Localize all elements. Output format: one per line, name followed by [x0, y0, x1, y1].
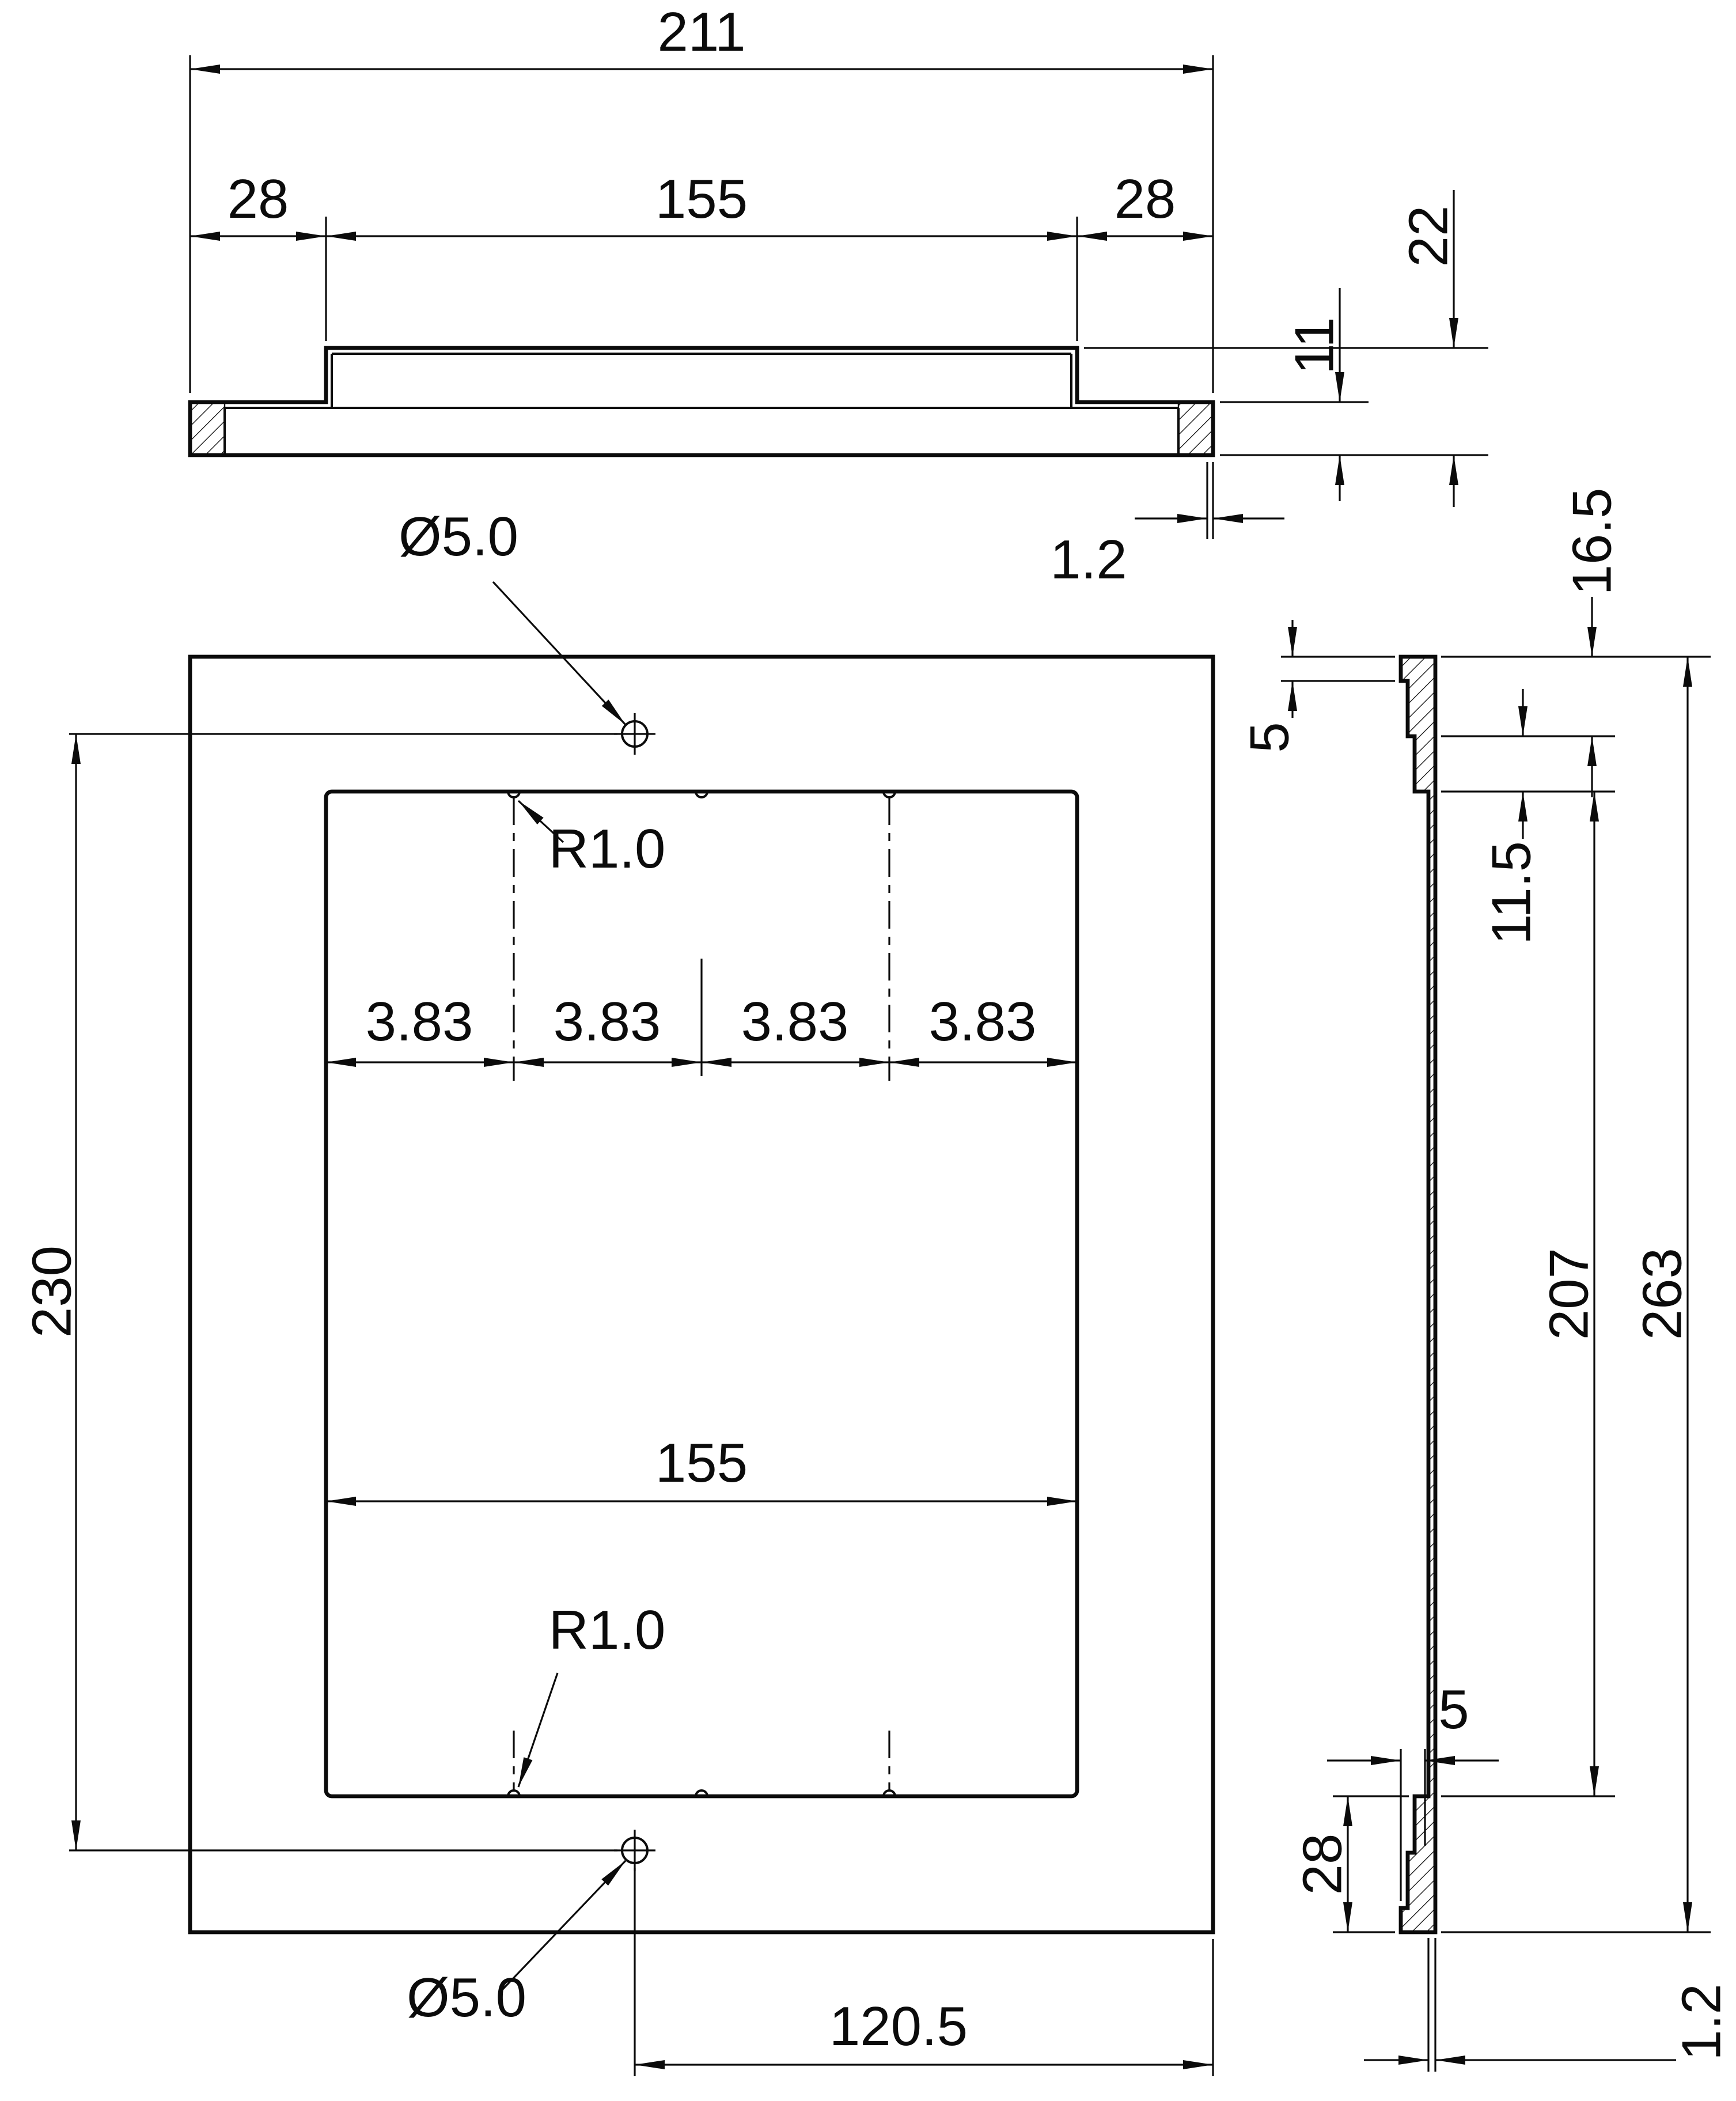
dim-slot-pitch-4-label: 3.83 — [929, 991, 1037, 1053]
dim-slot-pitch-1-label: 3.83 — [366, 991, 473, 1053]
top-hole-centermark — [614, 713, 655, 755]
side-view-dimensions: 5 16.5 11.5 207 263 5 28 — [1239, 488, 1733, 2072]
dim-window-width-label: 155 — [655, 1432, 748, 1494]
top-view-inner-sheet-line — [223, 353, 1180, 455]
front-view-window-rect — [324, 789, 1079, 1799]
dim-top-rim-depth-label: 16.5 — [1561, 488, 1623, 596]
dim-slot-pitch-3-label: 3.83 — [741, 991, 849, 1053]
top-view-dimensions: 211 28 155 28 22 11 1.2 — [189, 1, 1488, 590]
front-view-outer-rect — [188, 654, 1215, 1935]
dim-center-width-label: 155 — [655, 168, 748, 230]
dim-panel-thickness-label: 1.2 — [1671, 1983, 1733, 2060]
dim-hole-pitch-label: 230 — [21, 1246, 83, 1338]
dim-top-rim-inner-label: 11.5 — [1481, 841, 1542, 945]
dim-overall-width-label: 211 — [657, 1, 745, 63]
top-view-part — [188, 346, 1215, 457]
front-view-dimensions: 3.83 3.83 3.83 3.83 155 230 Ø5.0 R1.0 R1… — [21, 506, 1214, 2076]
top-view-left-endcap-hatch — [189, 401, 226, 456]
dim-left-flange-label: 28 — [228, 168, 289, 230]
dim-notch-radius-top-label: R1.0 — [549, 818, 666, 880]
dim-right-flange-label: 28 — [1115, 168, 1176, 230]
bottom-hole-centermark — [614, 1830, 655, 1871]
dim-flange-height-label: 11 — [1284, 317, 1345, 374]
dim-hole-bottom-label: Ø5.0 — [407, 1967, 526, 2028]
top-view-outline — [188, 346, 1215, 457]
dim-bottom-lip-depth-label: 5 — [1438, 1679, 1469, 1740]
dim-hole-top-label: Ø5.0 — [399, 506, 518, 567]
dim-window-height-label: 207 — [1538, 1248, 1600, 1340]
dim-slot-pitch-2-label: 3.83 — [554, 991, 661, 1053]
side-view-outline — [1398, 654, 1438, 1935]
dim-wall-thickness-label: 1.2 — [1050, 529, 1127, 590]
top-view-right-endcap-hatch — [1177, 401, 1214, 456]
front-view: 3.83 3.83 3.83 3.83 155 230 Ø5.0 R1.0 R1… — [21, 506, 1215, 2076]
slot-centerlines — [513, 797, 890, 1790]
dim-notch-radius-bottom-label: R1.0 — [549, 1599, 666, 1661]
dim-section-height-label: 22 — [1398, 206, 1460, 267]
dim-top-lip-label: 5 — [1239, 722, 1301, 752]
top-view: 211 28 155 28 22 11 1.2 — [188, 1, 1488, 590]
dim-overall-height-label: 263 — [1632, 1248, 1693, 1340]
dim-hole-to-edge-label: 120.5 — [829, 1996, 968, 2057]
front-view-part — [188, 654, 1215, 1935]
side-view: 5 16.5 11.5 207 263 5 28 — [1239, 488, 1733, 2072]
dim-bottom-rim-label: 28 — [1292, 1834, 1354, 1895]
